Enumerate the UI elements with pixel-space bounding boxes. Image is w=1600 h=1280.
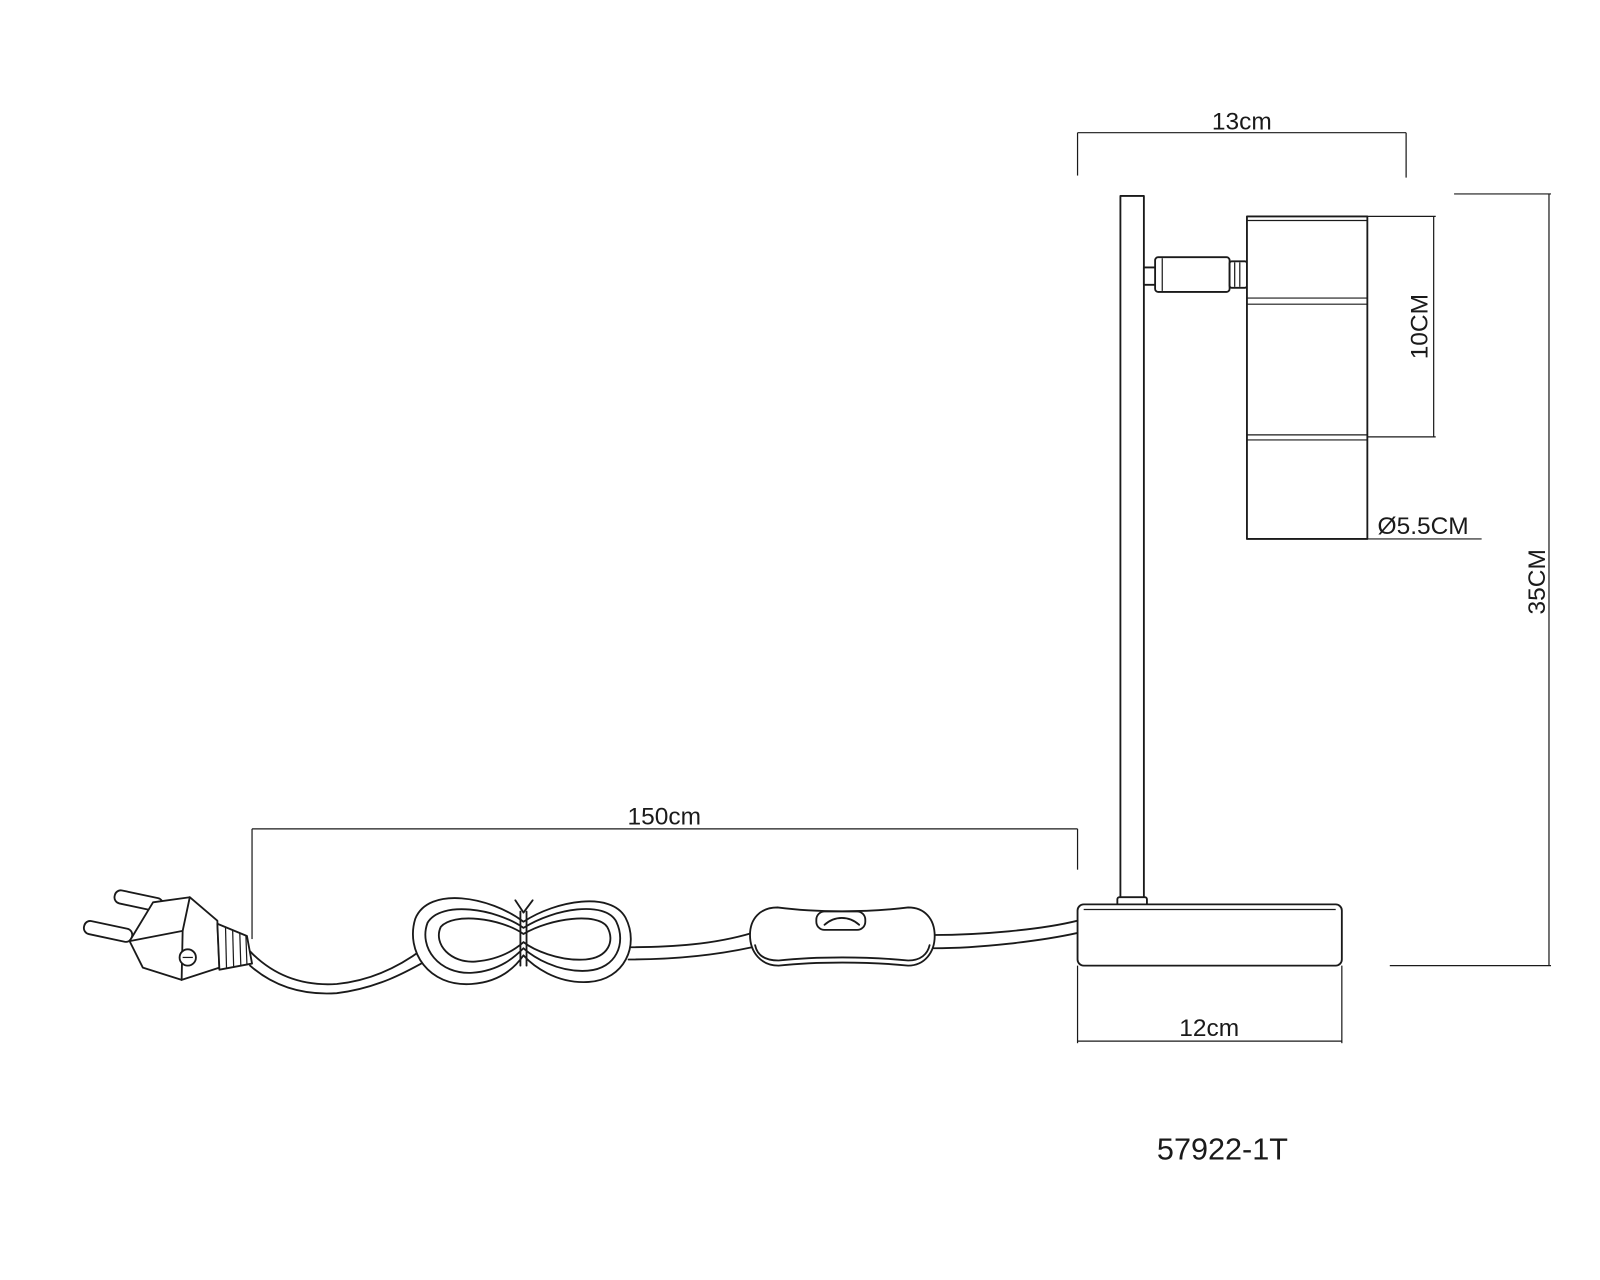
cable-segment-plug: [249, 948, 424, 986]
connector-cylinder: [1154, 256, 1231, 293]
cable-segment-middle: [627, 946, 753, 961]
dimension-cable-length: 150cm: [251, 804, 1079, 940]
strain-relief-ridge: [239, 932, 242, 966]
dimension-arm-width: 13cm: [1076, 109, 1407, 178]
dimension-label-head-height: 10CM: [1407, 294, 1434, 359]
cable-tie-end: [514, 899, 525, 914]
strain-relief-ridge: [224, 926, 228, 969]
strain-relief-ridge: [232, 929, 235, 968]
cable-segment-plug: [249, 958, 430, 995]
lamp-head: [1246, 215, 1369, 540]
dimension-base-width: 12cm: [1076, 965, 1343, 1044]
lamp-connector: [1142, 256, 1248, 293]
cable-segment-base: [932, 932, 1079, 950]
cable-coil-middle: [424, 908, 622, 974]
plug-prong-lower: [82, 920, 134, 943]
dimension-label-arm-width: 13cm: [1212, 109, 1272, 136]
inline-switch: [749, 906, 936, 967]
inline-switch-edge: [754, 944, 931, 962]
power-cable: [249, 919, 1079, 995]
dimension-total-height: 35CM: [1389, 193, 1552, 967]
dimension-label-head-diameter: Ø5.5CM: [1378, 513, 1469, 540]
lamp-head-body: [1246, 215, 1369, 540]
dimension-label-base-width: 12cm: [1179, 1015, 1239, 1042]
lamp-base: [1076, 903, 1343, 967]
dimension-label-cable-length: 150cm: [628, 804, 701, 831]
rocker-button: [815, 910, 867, 931]
plug-body: [128, 896, 221, 981]
cable-coil-outer: [412, 897, 632, 985]
cable-segment-base: [932, 919, 1079, 936]
dimension-label-total-height: 35CM: [1524, 549, 1551, 614]
cable-coil: [412, 897, 632, 985]
dimension-head-diameter: Ø5.5CM: [1246, 513, 1482, 540]
dimension-head-height: 10CM: [1367, 215, 1436, 438]
strain-relief-ridge: [245, 935, 248, 965]
rocker-button-ridge: [823, 916, 861, 926]
lamp-pole: [1119, 195, 1145, 902]
connector-knob: [1228, 260, 1248, 289]
model-number: 57922-1T: [1157, 1133, 1288, 1167]
inline-switch-body: [749, 906, 936, 967]
lamp-base-body: [1076, 903, 1343, 967]
cable-coil-inner: [438, 917, 612, 963]
plug-body-facet: [128, 929, 184, 943]
cable-segment-middle: [625, 932, 753, 949]
power-plug: [82, 889, 253, 981]
cable-tie-end: [522, 899, 534, 914]
